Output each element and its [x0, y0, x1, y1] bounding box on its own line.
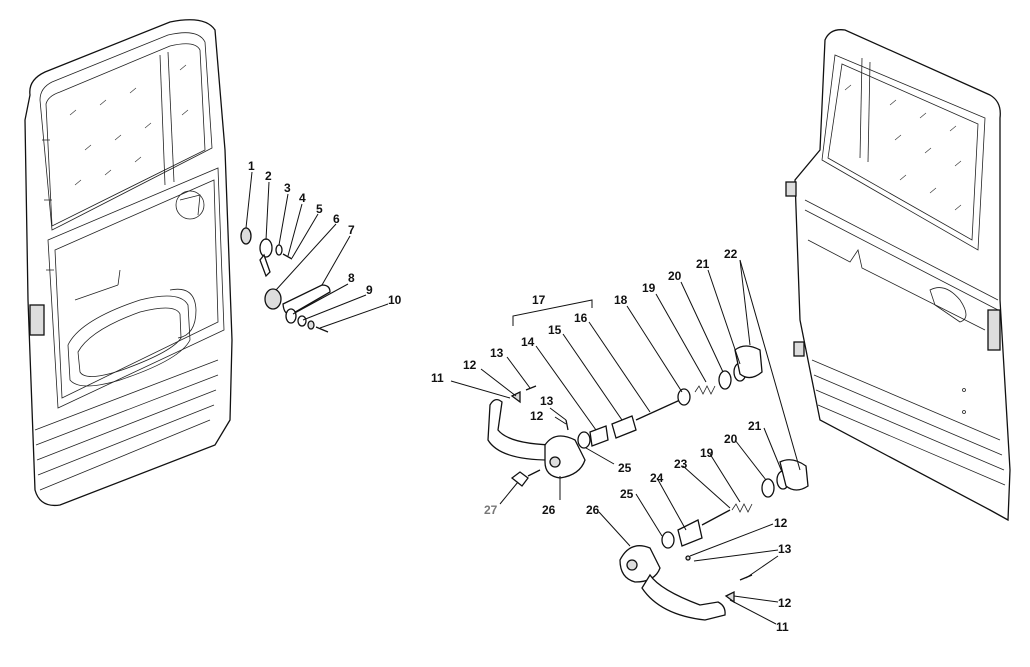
label-16: 16	[574, 311, 588, 325]
label-15: 15	[548, 323, 562, 337]
label-1: 1	[248, 159, 255, 173]
leader-lines	[245, 171, 801, 625]
label-10: 10	[388, 293, 402, 307]
label-12-upper: 12	[463, 358, 477, 372]
label-13-mid: 13	[540, 394, 554, 408]
label-21-lower: 21	[748, 419, 762, 433]
label-24: 24	[650, 471, 664, 485]
label-9: 9	[366, 283, 373, 297]
label-20-lower: 20	[724, 432, 738, 446]
label-6: 6	[333, 212, 340, 226]
label-7: 7	[348, 223, 355, 237]
label-11-upper: 11	[431, 371, 444, 385]
window-winder-parts	[240, 227, 331, 333]
right-door	[785, 29, 1011, 522]
label-3: 3	[284, 181, 291, 195]
label-25-lower: 25	[620, 487, 634, 501]
left-door	[24, 19, 233, 507]
label-12-mid: 12	[530, 409, 544, 423]
label-26-upper: 26	[542, 503, 556, 517]
label-8: 8	[348, 271, 355, 285]
label-2: 2	[265, 169, 272, 183]
label-25-upper: 25	[618, 461, 632, 475]
label-19-lower: 19	[700, 446, 714, 460]
label-13-upper: 13	[490, 346, 504, 360]
label-4: 4	[299, 191, 306, 205]
label-12-lower-b: 12	[778, 596, 792, 610]
label-23: 23	[674, 457, 688, 471]
label-21-upper: 21	[696, 257, 710, 271]
label-18: 18	[614, 293, 628, 307]
label-19-upper: 19	[642, 281, 656, 295]
handle-assembly-parts	[487, 345, 809, 621]
label-12-lower-a: 12	[774, 516, 788, 530]
label-22: 22	[724, 247, 738, 261]
label-11-lower: 11	[776, 620, 789, 634]
label-26-lower: 26	[586, 503, 600, 517]
label-13-lower: 13	[778, 542, 792, 556]
label-17: 17	[532, 293, 546, 307]
label-5: 5	[316, 202, 323, 216]
part-labels: 1 2 3 4 5 6 7 8 9 10 11 12 13 14 15 16 1…	[248, 159, 792, 634]
label-14: 14	[521, 335, 535, 349]
label-27: 27	[484, 503, 498, 517]
label-20-upper: 20	[668, 269, 682, 283]
